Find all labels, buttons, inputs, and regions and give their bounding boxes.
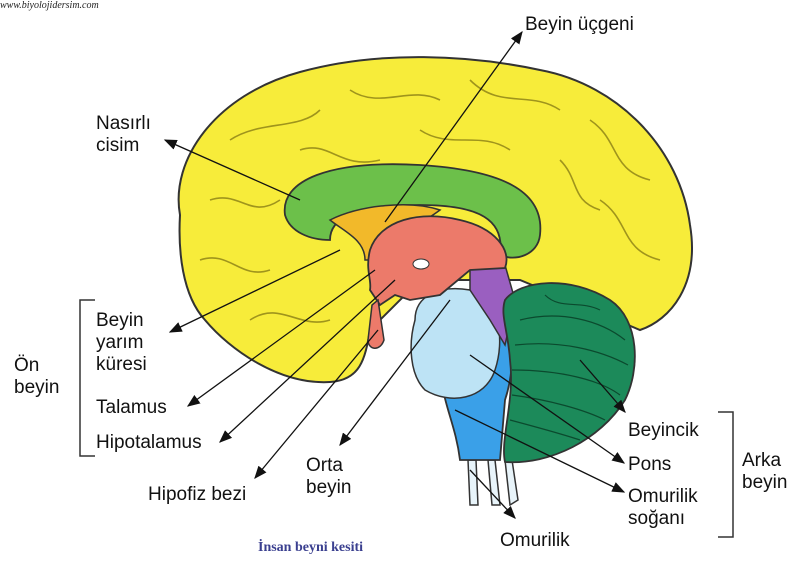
label-beyin-yarim-kuresi: Beyin yarım küresi (96, 310, 147, 375)
spinal-cord (467, 459, 519, 507)
label-hipofiz-bezi: Hipofiz bezi (148, 484, 247, 505)
watermark: www.biyolojidersim.com (0, 0, 99, 11)
pointer-lines (163, 30, 626, 519)
right-bracket (718, 411, 734, 538)
thalamus (367, 215, 508, 307)
caption: İnsan beyni kesiti (258, 540, 364, 555)
label-talamus: Talamus (96, 397, 167, 418)
label-nasirli-cisim: Nasırlı cisim (96, 113, 151, 156)
left-bracket (79, 299, 95, 457)
label-beyincik: Beyincik (628, 420, 699, 441)
label-beyin-ucgeni: Beyin üçgeni (525, 14, 634, 35)
cerebellum (502, 282, 636, 464)
gyri (199, 79, 661, 323)
label-pons: Pons (628, 454, 672, 475)
pineal-dot (412, 258, 430, 270)
corpus-callosum (283, 163, 542, 259)
label-on-beyin: Ön beyin (14, 355, 60, 398)
pituitary (367, 298, 385, 349)
label-omurilik-sogani: Omurilik soğanı (628, 486, 698, 529)
label-arka-beyin: Arka beyin (742, 450, 788, 493)
cerebellum-folia (509, 294, 629, 441)
label-orta-beyin: Orta beyin (306, 455, 352, 498)
label-omurilik: Omurilik (500, 530, 570, 551)
label-hipotalamus: Hipotalamus (96, 432, 202, 453)
